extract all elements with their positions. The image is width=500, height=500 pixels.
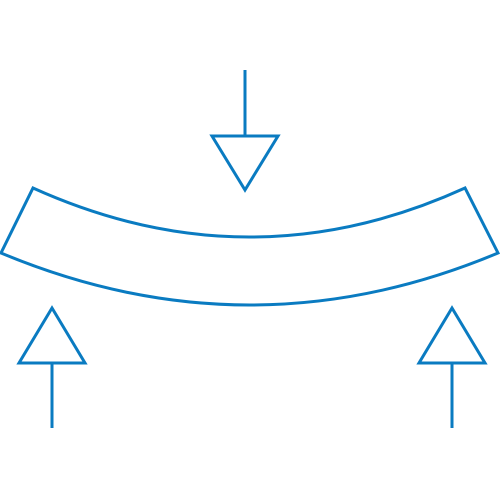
upward-arrow-icon [416,305,488,428]
right-support-head [416,305,488,365]
top-load-head [209,134,281,193]
downward-arrow-icon [209,70,281,193]
upward-arrow-icon [16,305,88,428]
curved-beam-icon [0,186,500,307]
left-support-head [16,305,88,365]
